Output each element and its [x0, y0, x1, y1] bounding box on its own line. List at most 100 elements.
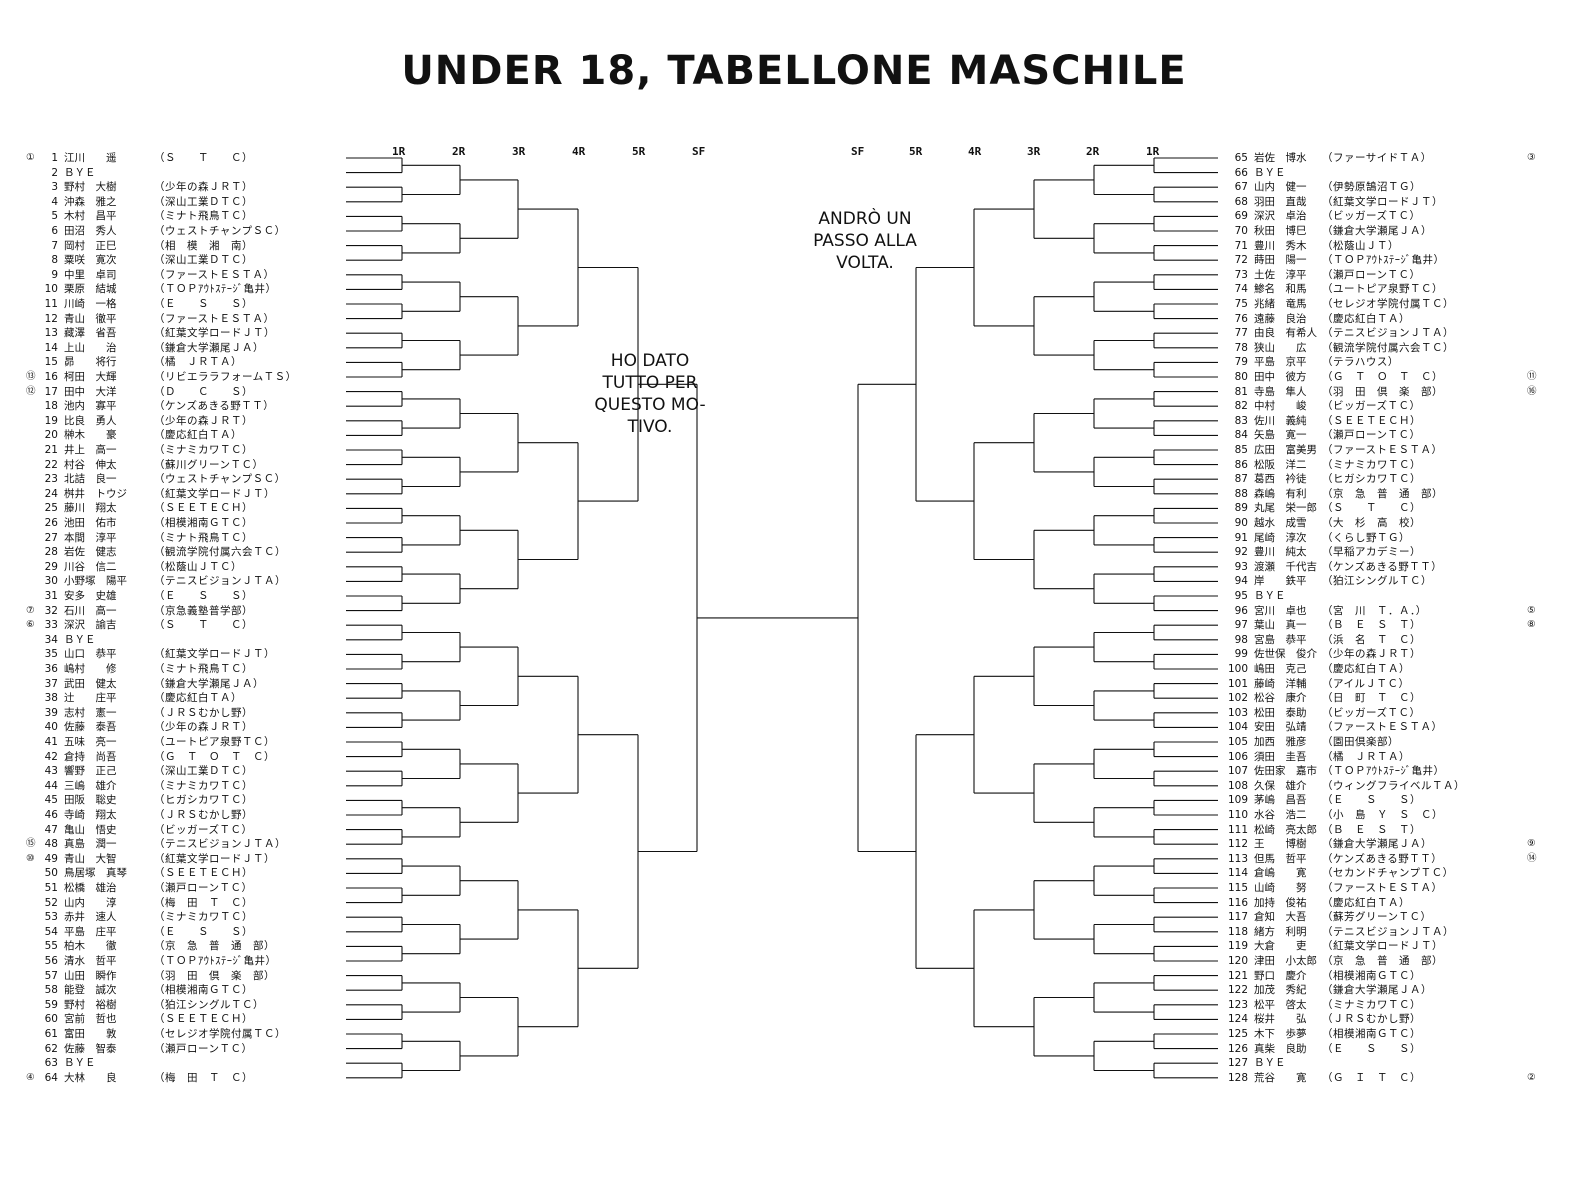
- entry-name: 藤崎 洋輔: [1254, 677, 1307, 690]
- entry-num: 86: [1234, 458, 1248, 471]
- entry-club: （浜 名 Ｔ Ｃ）: [1322, 633, 1421, 646]
- entry-club: （ウェストチャンプＳＣ）: [154, 473, 286, 486]
- entry-name: 井上 高一: [64, 444, 117, 456]
- entry-club: （蘇川グリーンＴＣ）: [154, 458, 264, 471]
- entry-club: （ユートピア泉野ＴＣ）: [154, 736, 275, 748]
- entry-num: 61: [44, 1028, 58, 1040]
- bubble-left-line: TUTTO PER: [602, 373, 698, 393]
- entry-name: 柯田 大輝: [64, 371, 117, 383]
- entry-num: 40: [44, 721, 58, 734]
- entry-club: （慶応紅白ＴＡ）: [154, 429, 242, 442]
- entry-name: 池田 佑市: [64, 517, 117, 529]
- entry-num: 91: [1234, 531, 1248, 544]
- entry-num: 56: [44, 955, 58, 967]
- entry-club: （Ｇ Ｔ Ｏ Ｔ Ｃ）: [154, 750, 275, 763]
- entry-name: 沖森 雅之: [64, 195, 117, 208]
- entry-num: 82: [1234, 400, 1248, 413]
- entry-num: 77: [1234, 327, 1248, 340]
- entry-name: 松田 泰助: [1254, 706, 1307, 719]
- entry-num: 44: [44, 779, 58, 792]
- entry-name: 岩佐 健志: [64, 546, 117, 559]
- entry-num: 84: [1234, 429, 1248, 442]
- entry-name: ＢＹＥ: [1254, 166, 1286, 179]
- entry-club: （狛江シングルＴＣ）: [1322, 575, 1432, 588]
- entry-club: （日 町 Ｔ Ｃ）: [1322, 692, 1421, 705]
- entry-name: 兆緒 竜馬: [1254, 298, 1307, 310]
- entry-club: （ミナミカワＴＣ）: [154, 779, 253, 792]
- entry-num: 112: [1227, 838, 1248, 851]
- entry-club: （Ｓ Ｔ Ｃ）: [154, 619, 253, 632]
- entry-name: 土佐 淳平: [1254, 268, 1307, 281]
- entry-name: 石川 高一: [64, 604, 117, 617]
- entry-name: 森嶋 有利: [1254, 487, 1307, 500]
- entry-name: 矢島 寛一: [1254, 429, 1307, 442]
- round-label: 4R: [968, 145, 982, 158]
- entry-seed: ⑨: [1527, 838, 1536, 850]
- entry-num: 98: [1234, 633, 1248, 646]
- entry-club: （梅 田 Ｔ Ｃ）: [154, 896, 253, 909]
- entry-name: 青山 徹平: [64, 312, 117, 325]
- entry-club: （Ｄ Ｃ Ｓ）: [154, 385, 253, 398]
- entry-num: 7: [51, 239, 58, 252]
- round-label: SF: [851, 145, 865, 158]
- entry-club: （鎌倉大学瀬尾ＪＡ）: [1322, 838, 1432, 851]
- entry-num: 50: [44, 867, 58, 880]
- entry-num: 52: [44, 896, 58, 909]
- entry-num: 45: [44, 794, 58, 807]
- entry-num: 70: [1234, 225, 1248, 237]
- entry-num: 30: [44, 575, 58, 588]
- entry-name: 赤井 速人: [64, 911, 117, 924]
- entry-name: 狭山 広: [1254, 341, 1307, 354]
- entry-num: 109: [1227, 794, 1248, 807]
- entry-num: 3: [51, 181, 58, 194]
- entry-club: （ユートピア泉野ＴＣ）: [1322, 283, 1443, 296]
- entry-seed: ①: [26, 152, 35, 163]
- entry-num: 106: [1227, 750, 1248, 763]
- entry-club: （テニスビジョンＪＴＡ）: [154, 575, 286, 588]
- entry-num: 94: [1234, 575, 1248, 588]
- entry-seed: ⑮: [26, 838, 36, 850]
- entry-name: 比良 勇人: [64, 414, 117, 427]
- entry-num: 73: [1234, 268, 1248, 281]
- entry-club: （相 模 湘 南）: [154, 239, 253, 252]
- entry-name: 上山 治: [64, 341, 117, 354]
- entry-num: 89: [1234, 502, 1248, 515]
- entry-club: （ビッガーズＴＣ）: [1322, 400, 1421, 413]
- entry-name: 佐世保 俊介: [1254, 648, 1317, 661]
- entry-name: 小野塚 陽平: [64, 575, 127, 588]
- entry-name: 藤川 翔太: [64, 502, 117, 515]
- entry-club: （ＴＯＰｱｳﾄｽﾃｰｼﾞ亀井）: [154, 283, 277, 296]
- entry-club: （Ｂ Ｅ Ｓ Ｔ）: [1322, 823, 1421, 836]
- entry-num: 38: [44, 692, 58, 705]
- entry-club: （橘 ＪＲＴＡ）: [154, 356, 242, 369]
- entry-num: 95: [1234, 590, 1248, 602]
- entry-club: （Ｅ Ｓ Ｓ）: [154, 298, 253, 310]
- entry-name: 野村 裕樹: [64, 998, 117, 1011]
- entry-club: （ファーストＥＳＴＡ）: [1322, 882, 1443, 894]
- round-label: 5R: [909, 145, 923, 158]
- entry-num: 37: [44, 677, 58, 690]
- entry-num: 15: [44, 356, 58, 369]
- entry-num: 51: [44, 882, 58, 894]
